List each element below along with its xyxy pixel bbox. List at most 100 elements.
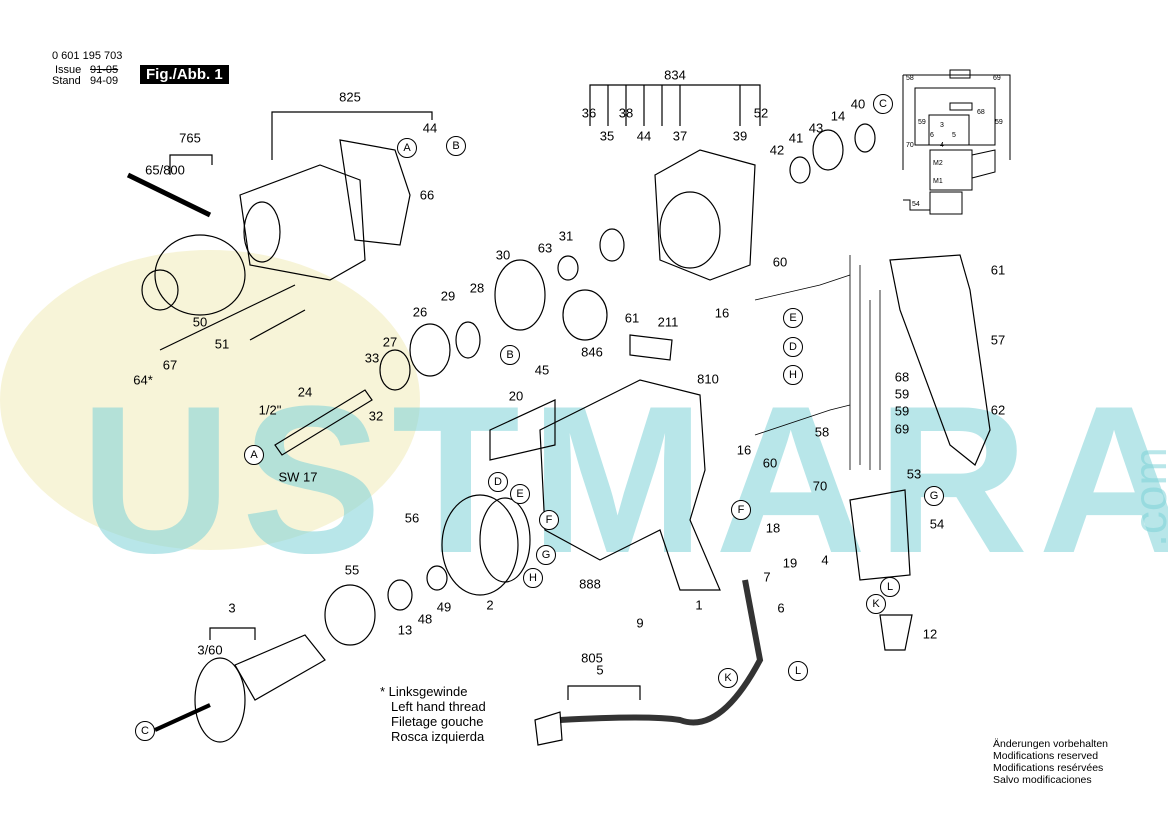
part-label: SW 17: [278, 469, 318, 485]
part-label: 59: [894, 386, 910, 402]
part-label: 44: [422, 120, 438, 136]
ref-marker: G: [924, 486, 944, 506]
ref-marker: G: [536, 545, 556, 565]
part-label: 44: [636, 128, 652, 144]
part-label: 6: [777, 600, 785, 616]
part-label: 50: [192, 314, 208, 330]
part-label: 31: [558, 228, 574, 244]
power-cable: [559, 579, 764, 726]
part-label: 825: [339, 89, 361, 105]
issue-value: 91-05: [90, 64, 119, 76]
part-label: 48: [417, 611, 433, 627]
part-label: 5: [596, 662, 604, 678]
part-label: 40: [850, 96, 866, 112]
part-label: 65/800: [145, 162, 185, 178]
part-label: 41: [788, 130, 804, 146]
ref-marker: E: [510, 484, 530, 504]
wiring-label: 58: [906, 75, 914, 82]
part-label: 45: [534, 362, 550, 378]
disclaimer: Änderungen vorbehalten Modifications res…: [993, 738, 1108, 786]
figure-title: Fig./Abb. 1: [140, 65, 229, 84]
watermark-logo-circle: [0, 250, 420, 550]
part-label: 211: [657, 314, 679, 330]
part-label: 37: [672, 128, 688, 144]
ref-marker: H: [783, 365, 803, 385]
handle: [889, 254, 991, 466]
disclaimer-line: Salvo modificaciones: [993, 774, 1092, 786]
part-label: 7: [763, 569, 771, 585]
wiring-label: 68: [977, 109, 985, 116]
wiring-label: 69: [993, 75, 1001, 82]
part-label: 24: [297, 384, 313, 400]
part-label: 3/60: [197, 642, 223, 658]
wiring-label: 6: [930, 132, 934, 139]
part-label: 30: [495, 247, 511, 263]
part-label: 2: [486, 597, 494, 613]
wiring-label: M2: [933, 160, 943, 167]
part-label: 32: [368, 408, 384, 424]
part-label: 43: [808, 120, 824, 136]
part-label: 26: [412, 304, 428, 320]
stand-label: Stand: [52, 75, 81, 87]
ref-marker: L: [788, 661, 808, 681]
part-label: 51: [214, 336, 230, 352]
part-label: 67: [162, 357, 178, 373]
part-label: 38: [618, 105, 634, 121]
part-label: 60: [772, 254, 788, 270]
part-label: 3: [228, 600, 236, 616]
ref-marker: B: [500, 345, 520, 365]
part-label: 42: [769, 142, 785, 158]
ref-marker: D: [783, 337, 803, 357]
part-label: 888: [579, 576, 601, 592]
part-label: 35: [599, 128, 615, 144]
part-label: 70: [812, 478, 828, 494]
footnote-line: Filetage gouche: [391, 714, 484, 729]
ref-marker: D: [488, 472, 508, 492]
disclaimer-line: Modifications reserved: [993, 750, 1099, 762]
switch: [849, 489, 911, 581]
part-label: 60: [762, 455, 778, 471]
part-label: 29: [440, 288, 456, 304]
part-label: 16: [714, 305, 730, 321]
gear-housing: [239, 164, 366, 281]
ref-marker: C: [135, 721, 155, 741]
part-label: 28: [469, 280, 485, 296]
ref-marker: A: [244, 445, 264, 465]
stand-value: 94-09: [90, 75, 119, 87]
part-number: 0 601 195 703: [52, 50, 123, 62]
footnote-line: Left hand thread: [391, 699, 486, 714]
part-label: 68: [894, 369, 910, 385]
part-label: 49: [436, 599, 452, 615]
wiring-label: M1: [933, 178, 943, 185]
part-label: 64*: [133, 372, 153, 388]
ref-marker: L: [880, 577, 900, 597]
wiring-label: 5: [952, 132, 956, 139]
part-label: 33: [364, 350, 380, 366]
disclaimer-line: Modifications resérvées: [993, 762, 1104, 774]
part-label: 1/2": [258, 402, 282, 418]
part-label: 16: [736, 442, 752, 458]
wiring-label: 3: [940, 122, 944, 129]
part-label: 54: [929, 516, 945, 532]
part-label: 58: [814, 424, 830, 440]
part-label: 59: [894, 403, 910, 419]
part-label: 765: [179, 130, 201, 146]
wiring-label: 59: [995, 119, 1003, 126]
wiring-label: 4: [940, 142, 944, 149]
part-label: 12: [922, 626, 938, 642]
motor-housing: [539, 379, 721, 591]
wiring-label: 70: [906, 142, 914, 149]
armature: [234, 634, 326, 701]
gearbox-housing: [654, 149, 756, 281]
part-label: 69: [894, 421, 910, 437]
part-label: 846: [581, 344, 603, 360]
part-label: 834: [664, 67, 686, 83]
part-label: 9: [636, 615, 644, 631]
field-coil: [441, 494, 519, 596]
footnote: * Linksgewinde Left hand thread Filetage…: [380, 684, 486, 744]
part-label: 27: [382, 334, 398, 350]
footnote-line: Rosca izquierda: [391, 729, 485, 744]
ref-marker: K: [718, 668, 738, 688]
ref-marker: H: [523, 568, 543, 588]
part-label: 18: [765, 520, 781, 536]
